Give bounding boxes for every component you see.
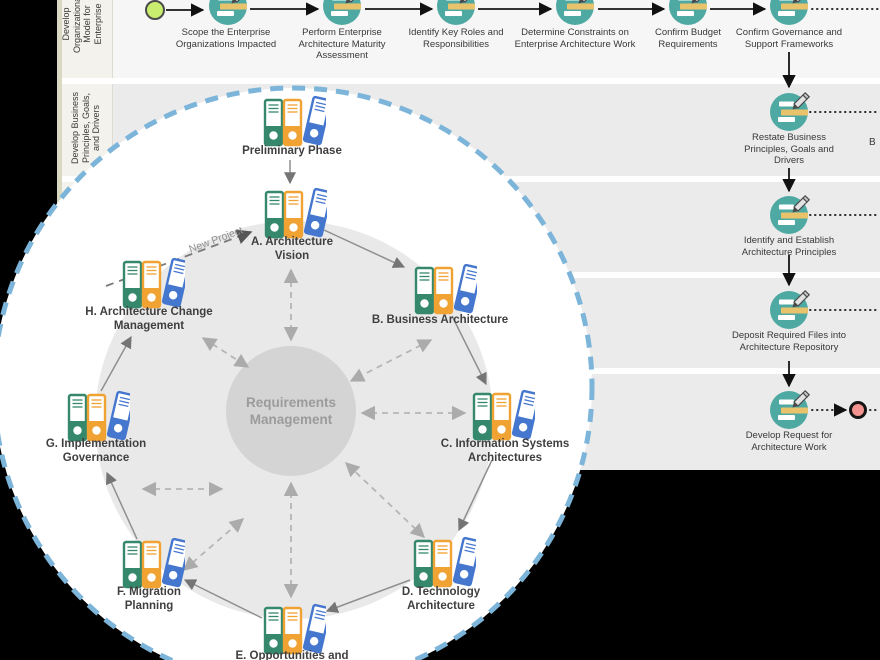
task-label: Confirm Budget Requirements	[654, 27, 721, 50]
phase-label: A. Architecture Vision	[250, 236, 333, 262]
task-label: Deposit Required Files into Architecture…	[731, 330, 847, 353]
phase-label: E. Opportunities and	[235, 650, 349, 660]
task-label: Determine Constraints on Enterprise Arch…	[514, 27, 636, 50]
task-label: Identify and Establish Architecture Prin…	[741, 235, 837, 258]
sequence-flow-arrows	[166, 2, 796, 388]
task-icon[interactable]	[553, 0, 597, 28]
message-flow-dotted-lines	[809, 8, 880, 411]
lane-separator	[62, 78, 880, 84]
requirements-dashed-arrows	[141, 268, 467, 599]
end-event[interactable]	[849, 401, 867, 419]
task-icon[interactable]	[767, 388, 811, 432]
phase-binders-icon[interactable]	[413, 263, 483, 317]
task-icon[interactable]	[434, 0, 478, 28]
phase-binders-icon[interactable]	[262, 603, 332, 657]
phase-label: G. Implementation Governance	[45, 438, 147, 464]
phase-binders-icon[interactable]	[121, 537, 191, 591]
task-icon[interactable]	[767, 0, 811, 28]
task-label: Develop Request for Architecture Work	[745, 430, 833, 453]
phase-binders-icon[interactable]	[471, 389, 541, 443]
phase-binders-icon[interactable]	[121, 257, 191, 311]
phase-label: D. Technology Architecture	[401, 586, 481, 612]
start-event[interactable]	[145, 0, 165, 20]
requirements-management-circle[interactable]	[226, 346, 356, 476]
clipped-edge-text: B	[869, 137, 876, 148]
task-icon[interactable]	[767, 288, 811, 332]
phase-sequence-arrows	[100, 160, 493, 619]
phase-label: C. Information Systems Architectures	[440, 438, 570, 464]
task-icon[interactable]	[320, 0, 364, 28]
phase-binders-icon[interactable]	[263, 187, 333, 241]
task-icon[interactable]	[206, 0, 250, 28]
phase-label: F. Migration Planning	[117, 586, 181, 612]
task-label: Restate Business Principles, Goals and D…	[744, 132, 834, 166]
task-label: Scope the Enterprise Organizations Impac…	[175, 27, 277, 50]
phase-binders-icon[interactable]	[66, 390, 136, 444]
task-icon[interactable]	[767, 193, 811, 237]
task-icon[interactable]	[666, 0, 710, 28]
phase-binders-icon[interactable]	[262, 95, 332, 149]
phase-label: Preliminary Phase	[242, 145, 342, 157]
requirements-management-label: Requirements Management	[245, 395, 337, 427]
phase-binders-icon[interactable]	[412, 536, 482, 590]
phase-label: B. Business Architecture	[371, 314, 509, 326]
task-label: Perform Enterprise Architecture Maturity…	[298, 27, 386, 61]
phase-label: H. Architecture Change Management	[85, 306, 213, 332]
task-label: Confirm Governance and Support Framework…	[735, 27, 843, 50]
task-icon[interactable]	[767, 90, 811, 134]
task-label: Identify Key Roles and Responsibilities	[408, 27, 504, 50]
